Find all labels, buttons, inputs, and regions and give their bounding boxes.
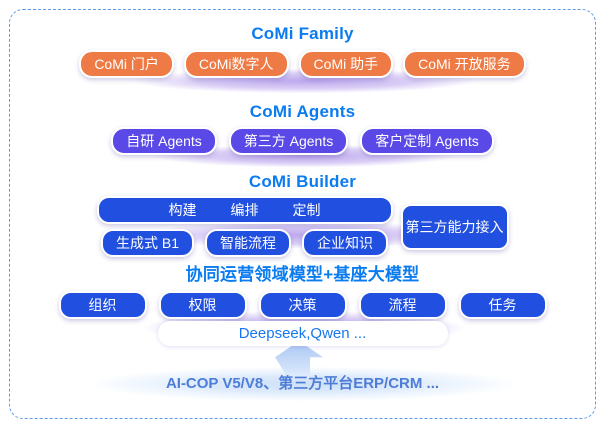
agents-node-row: 自研 Agents 第三方 Agents 客户定制 Agents bbox=[0, 127, 605, 155]
node-process: 流程 bbox=[358, 291, 447, 319]
segment-orchestrate: 编排 bbox=[230, 202, 259, 218]
builder-title: CoMi Builder bbox=[248, 172, 357, 191]
section-family: CoMi Family CoMi 门户 CoMi数字人 CoMi 助手 CoMi… bbox=[0, 24, 605, 98]
segment-build: 构建 bbox=[168, 202, 197, 218]
node-comi-portal: CoMi 门户 bbox=[79, 50, 174, 78]
domain-model-title: 协同运营领域模型+基座大模型 bbox=[185, 265, 420, 284]
node-intelligent-process: 智能流程 bbox=[205, 229, 291, 257]
builder-left-column: 构建 编排 定制 生成式 B1 智能流程 企业知识 bbox=[96, 196, 393, 257]
node-generative-b1: 生成式 B1 bbox=[100, 229, 194, 257]
domain-model-node-row: 组织 权限 决策 流程 任务 bbox=[0, 291, 605, 319]
node-organization: 组织 bbox=[58, 291, 147, 319]
section-agents: CoMi Agents 自研 Agents 第三方 Agents 客户定制 Ag… bbox=[0, 102, 605, 172]
node-third-party-capability-access: 第三方能力接入 bbox=[400, 203, 509, 250]
section-domain-model: 协同运营领域模型+基座大模型 组织 权限 决策 流程 任务 Deepseek,Q… bbox=[0, 260, 605, 352]
agents-title: CoMi Agents bbox=[249, 102, 356, 121]
family-node-row: CoMi 门户 CoMi数字人 CoMi 助手 CoMi 开放服务 bbox=[0, 50, 605, 78]
builder-node-block: 构建 编排 定制 生成式 B1 智能流程 企业知识 第三方能力接入 bbox=[0, 196, 605, 257]
node-comi-open-services: CoMi 开放服务 bbox=[403, 50, 526, 78]
segment-customize: 定制 bbox=[292, 202, 321, 218]
foundation-models-bar: Deepseek,Qwen ... bbox=[157, 321, 448, 346]
node-build-orchestrate-customize: 构建 编排 定制 bbox=[96, 196, 393, 224]
node-customer-custom-agents: 客户定制 Agents bbox=[360, 127, 494, 155]
node-decision: 决策 bbox=[258, 291, 347, 319]
models-bar-wrapper: Deepseek,Qwen ... bbox=[0, 321, 605, 346]
node-self-developed-agents: 自研 Agents bbox=[111, 127, 217, 155]
node-enterprise-knowledge: 企业知识 bbox=[302, 229, 388, 257]
family-title: CoMi Family bbox=[251, 24, 354, 43]
node-permissions: 权限 bbox=[158, 291, 247, 319]
builder-bottom-row: 生成式 B1 智能流程 企业知识 bbox=[97, 229, 393, 257]
node-third-party-agents: 第三方 Agents bbox=[228, 127, 349, 155]
base-platform-label: AI-COP V5/V8、第三方平台ERP/CRM ... bbox=[165, 375, 440, 392]
node-comi-digital-human: CoMi数字人 bbox=[183, 50, 289, 78]
section-builder: CoMi Builder 构建 编排 定制 生成式 B1 智能流程 企业知识 第… bbox=[0, 172, 605, 257]
node-comi-assistant: CoMi 助手 bbox=[298, 50, 394, 78]
node-task: 任务 bbox=[458, 291, 547, 319]
